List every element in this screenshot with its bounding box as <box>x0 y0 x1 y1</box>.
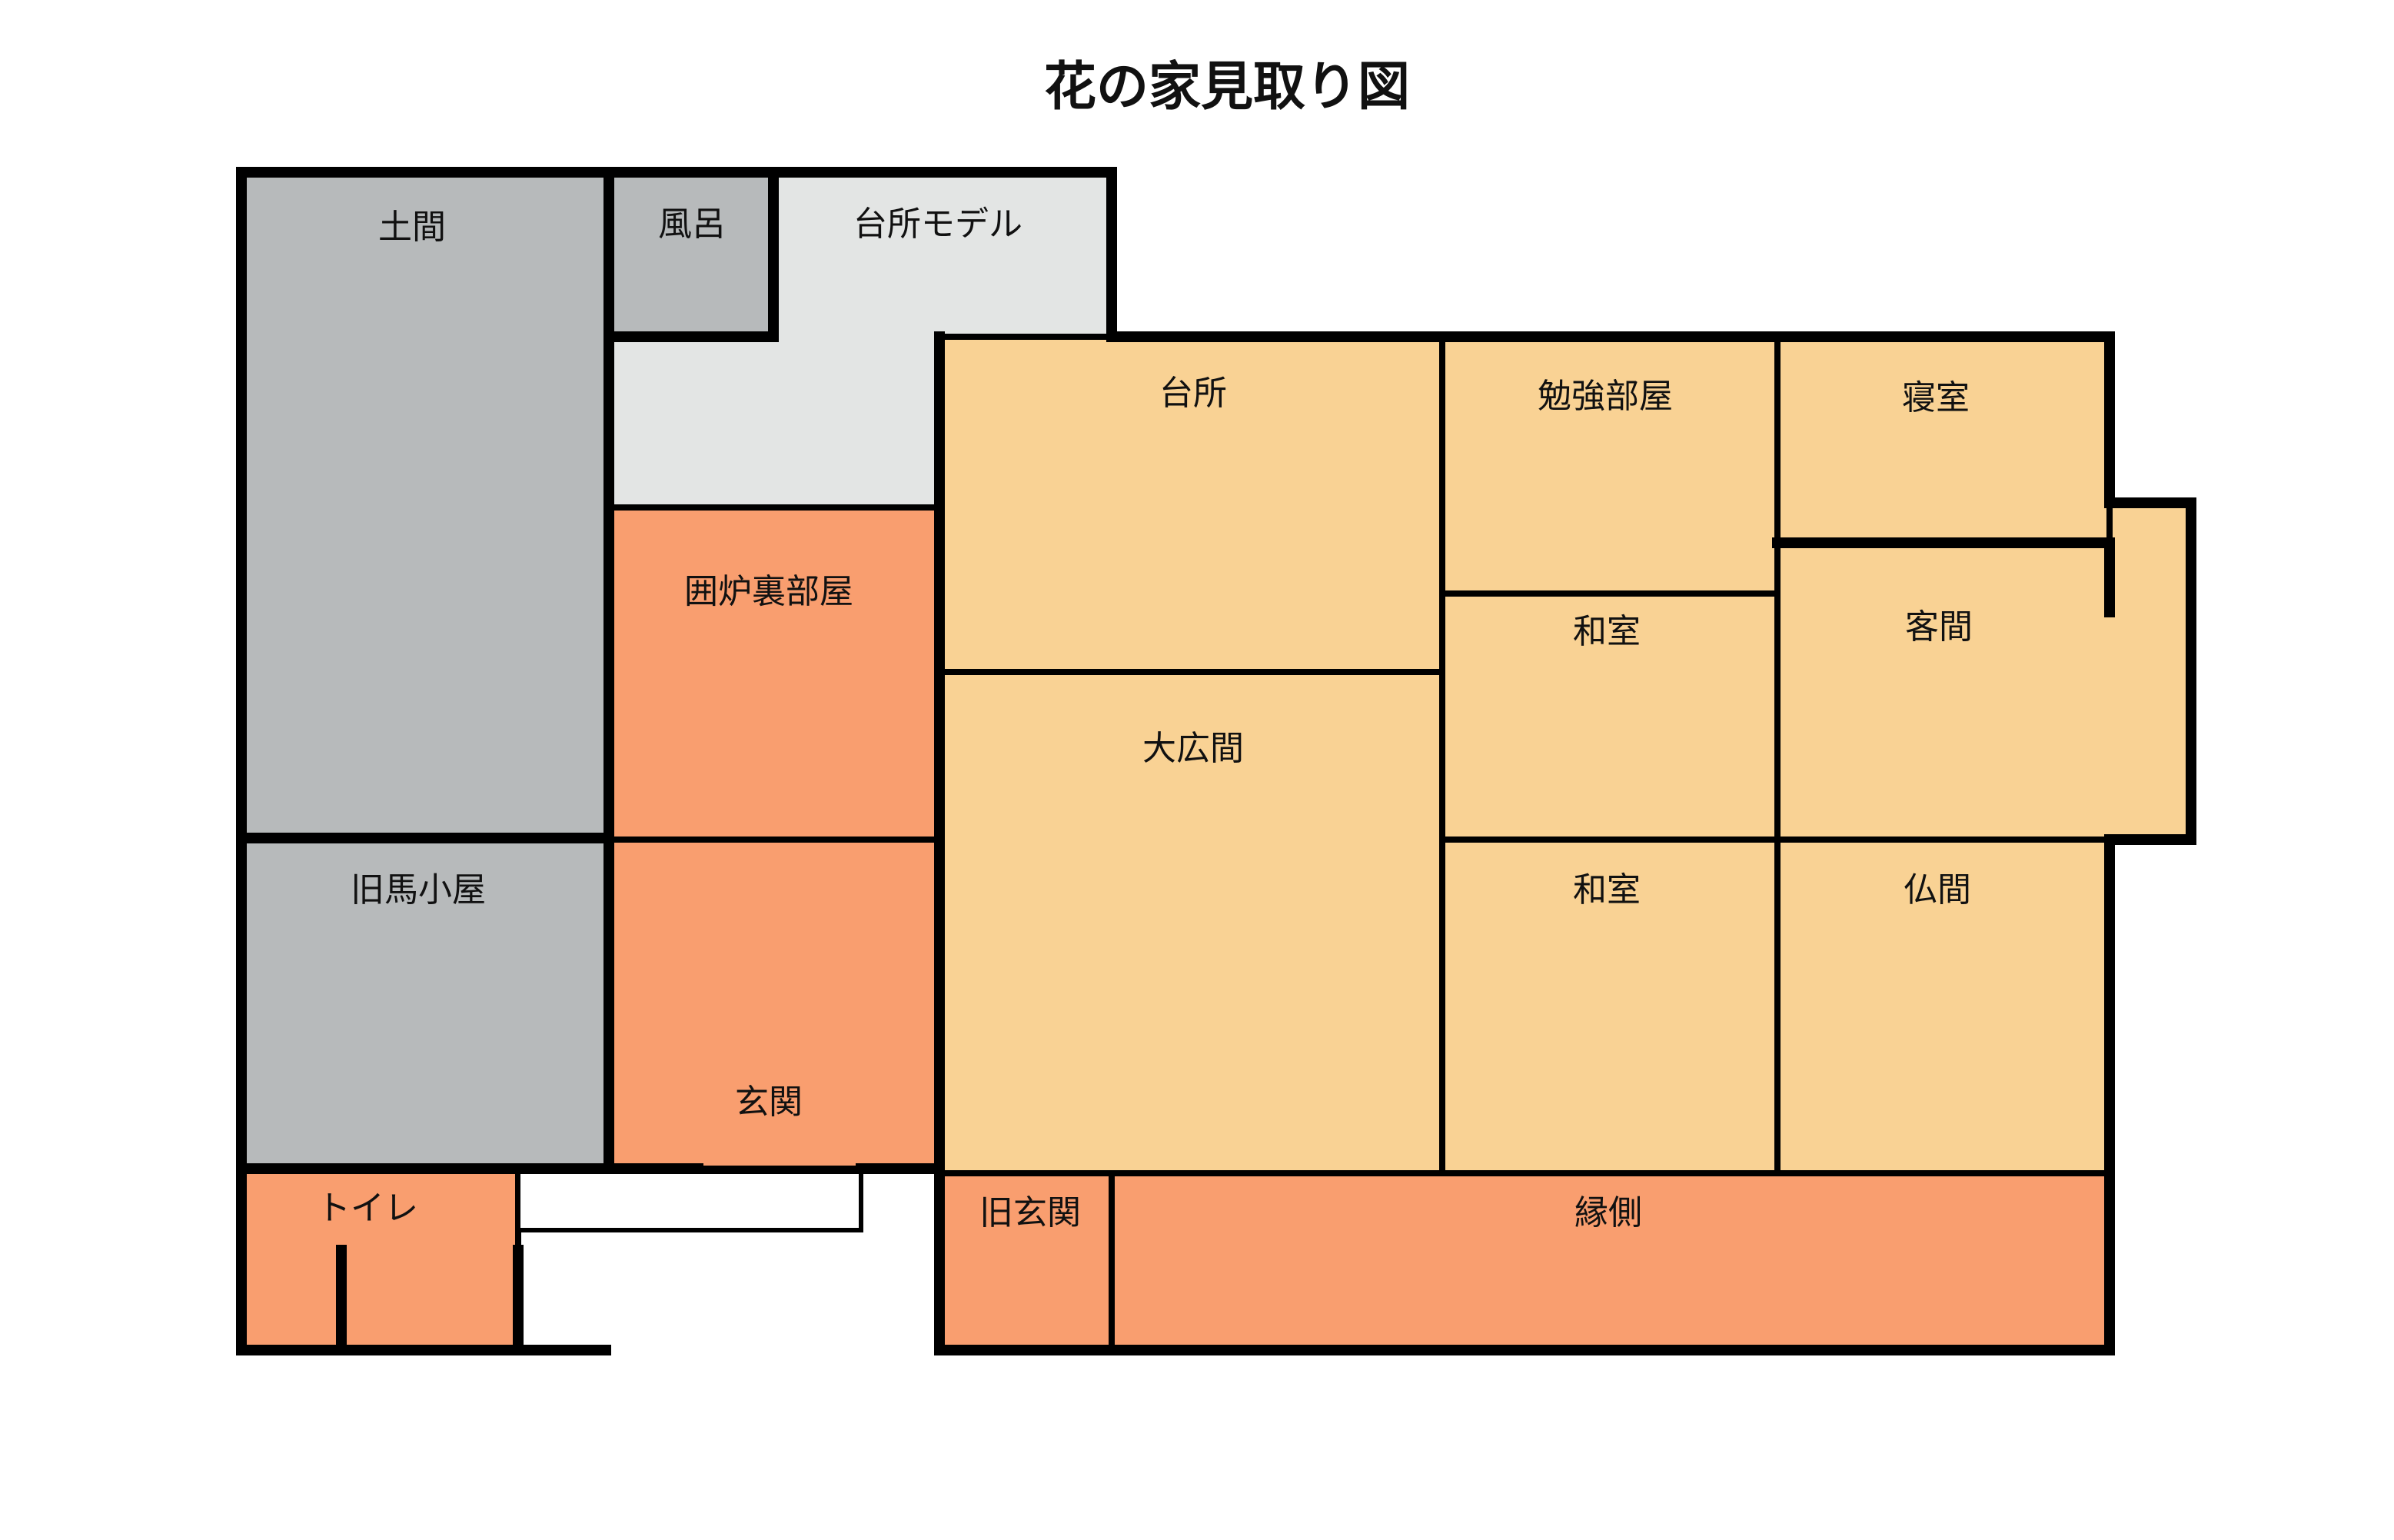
room-kyu-genkan <box>936 1170 1115 1353</box>
room-washitsu-2 <box>1439 837 1781 1176</box>
label-doma: 土間 <box>378 208 446 247</box>
label-toilet: トイレ <box>317 1189 418 1228</box>
label-kyu-genkan: 旧玄関 <box>979 1193 1081 1232</box>
label-ohiroma: 大広間 <box>1142 729 1244 768</box>
label-kyakuma: 客間 <box>1905 607 1973 647</box>
room-shinshitsu <box>1774 334 2113 546</box>
room-toilet <box>238 1166 521 1353</box>
label-furo: 風呂 <box>658 205 726 244</box>
room-kyu-umagoya <box>238 835 612 1172</box>
label-engawa: 縁側 <box>1574 1193 1642 1232</box>
label-irori: 囲炉裏部屋 <box>684 572 853 611</box>
room-butsuma <box>1774 837 2113 1176</box>
label-washitsu-1: 和室 <box>1573 612 1641 651</box>
plan-title: 花の家見取り図 <box>1044 57 1410 118</box>
label-daidokoro: 台所 <box>1159 374 1227 413</box>
label-benkyo: 勉強部屋 <box>1538 377 1673 416</box>
label-washitsu-2: 和室 <box>1573 870 1641 910</box>
walls <box>236 167 2196 1355</box>
room-washitsu-1 <box>1439 590 1781 843</box>
label-genkan: 玄関 <box>735 1083 803 1122</box>
label-daidokoro-model: 台所モデル <box>853 205 1022 244</box>
room-doma <box>238 169 612 841</box>
label-butsuma: 仏間 <box>1904 870 1971 910</box>
label-kyu-umagoya: 旧馬小屋 <box>351 870 486 910</box>
outdoor-area <box>516 1169 863 1232</box>
room-kyakuma <box>1774 500 2194 843</box>
room-irori <box>606 504 943 843</box>
room-daidokoro <box>936 334 1445 675</box>
label-shinshitsu: 寝室 <box>1902 378 1970 417</box>
room-furo <box>603 167 779 342</box>
room-benkyo <box>1439 334 1781 597</box>
